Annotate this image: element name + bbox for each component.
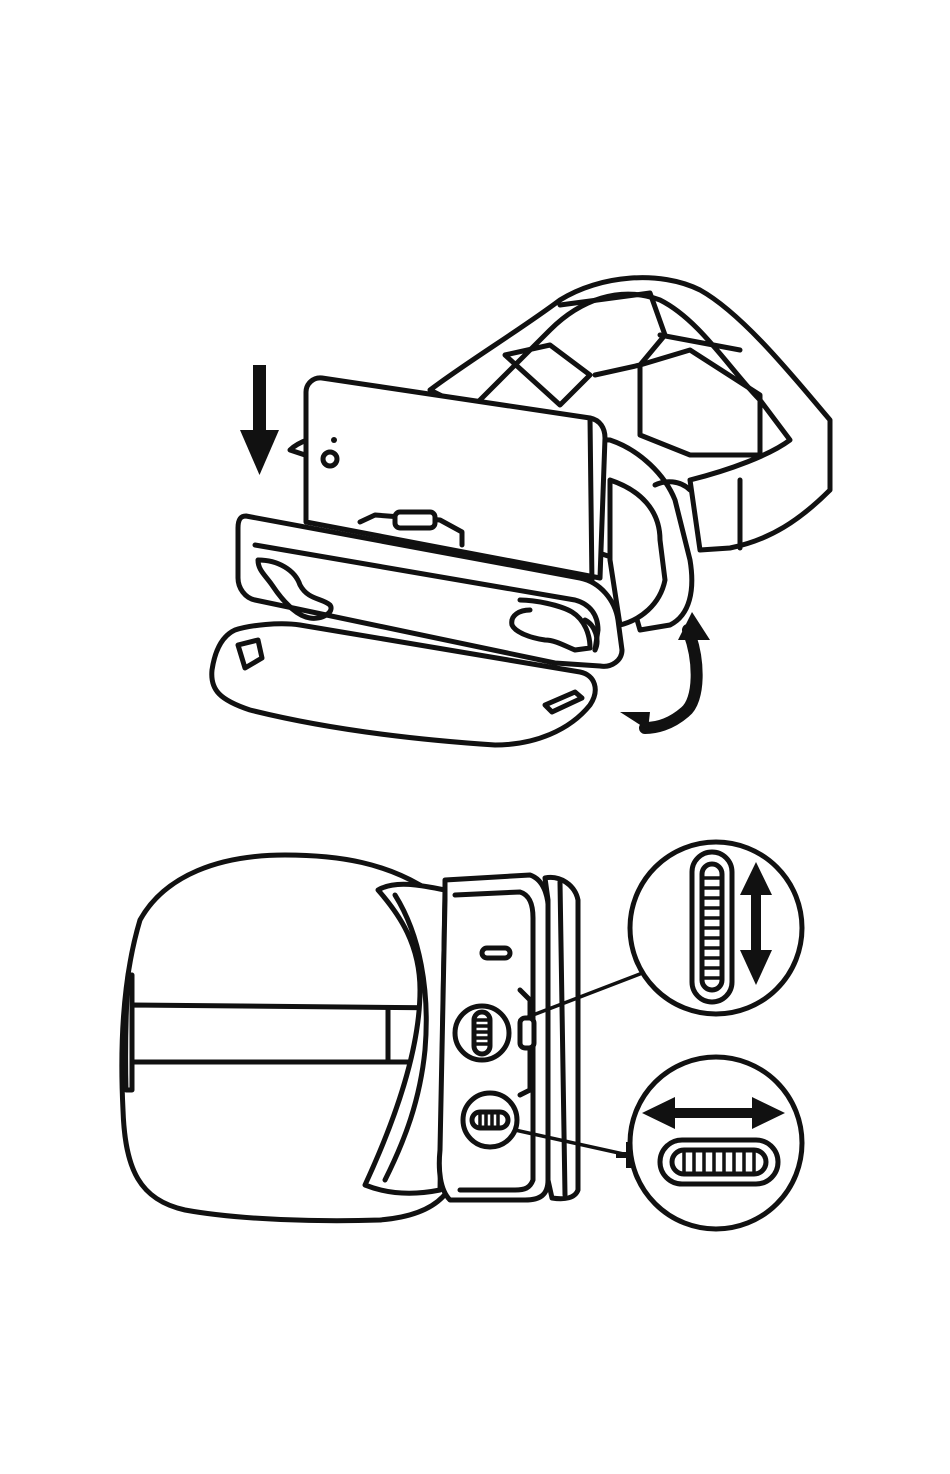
phone-insertion-view bbox=[212, 278, 830, 745]
insert-down-arrow-icon bbox=[240, 365, 279, 475]
adjustment-side-view bbox=[122, 842, 802, 1229]
vertical-adjust-wheel-small bbox=[455, 1006, 509, 1060]
horizontal-adjust-wheel-small bbox=[463, 1093, 517, 1147]
rotate-close-arrow-icon bbox=[620, 612, 710, 730]
vertical-adjust-callout bbox=[630, 842, 802, 1014]
horizontal-adjust-callout bbox=[630, 1057, 802, 1229]
